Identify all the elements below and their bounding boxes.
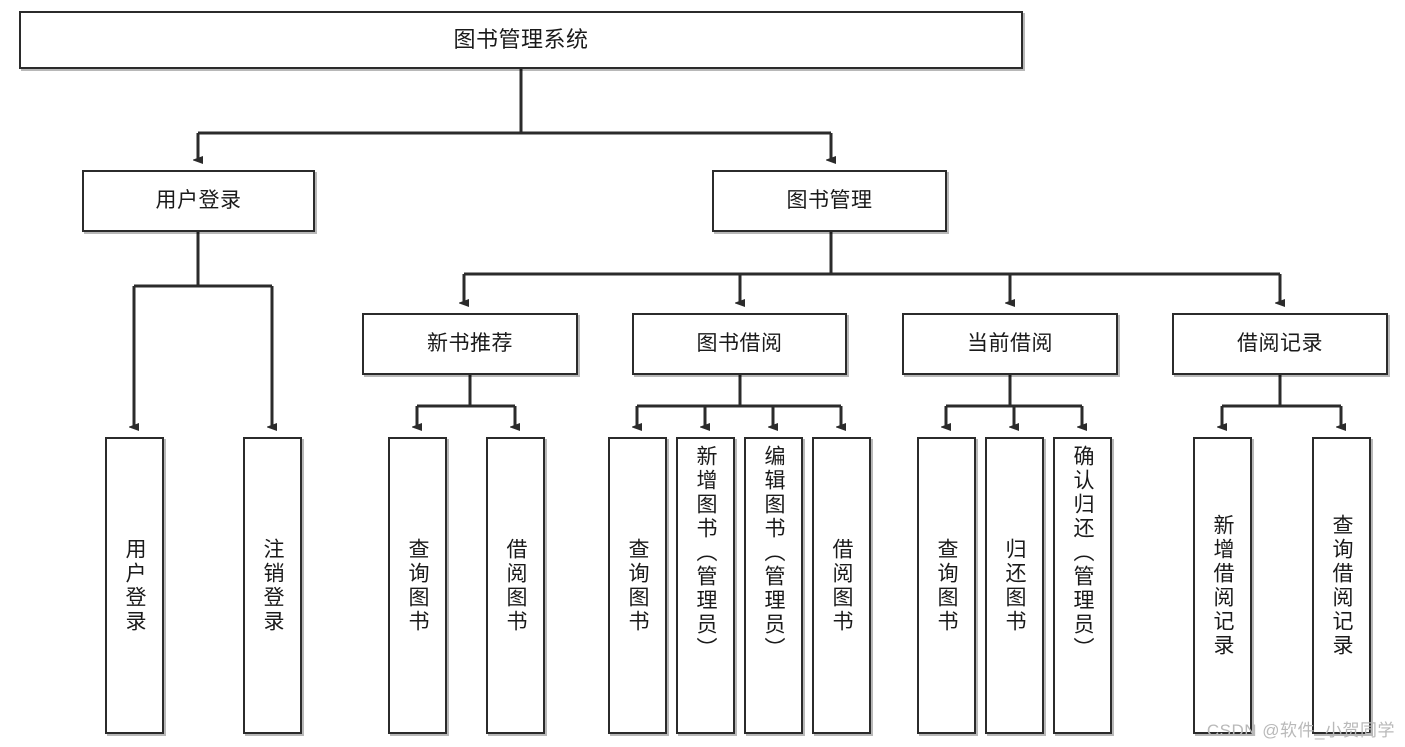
leaf-query-book-3[interactable]: 查询图书	[917, 437, 976, 734]
leaf-borrow-book-1-label: 借阅图书	[504, 537, 527, 634]
node-user-login-label: 用户登录	[155, 189, 242, 213]
node-new-book-recommend-label: 新书推荐	[427, 332, 513, 356]
leaf-borrow-book-2-label: 借阅图书	[830, 537, 853, 634]
node-book-borrow-label: 图书借阅	[696, 332, 783, 356]
leaf-add-borrow-record[interactable]: 新增借阅记录	[1193, 437, 1252, 734]
leaf-confirm-return-admin[interactable]: 确认归还（管理员）	[1053, 437, 1112, 734]
node-book-manage[interactable]: 图书管理	[712, 170, 947, 232]
leaf-add-book-admin[interactable]: 新增图书（管理员）	[676, 437, 735, 734]
leaf-query-book-1-label: 查询图书	[406, 537, 429, 634]
node-book-borrow[interactable]: 图书借阅	[632, 313, 847, 375]
leaf-return-book-label: 归还图书	[1003, 537, 1026, 634]
leaf-user-login-label: 用户登录	[123, 537, 146, 634]
node-user-login[interactable]: 用户登录	[82, 170, 315, 232]
leaf-query-book-2[interactable]: 查询图书	[608, 437, 667, 734]
leaf-logout-login[interactable]: 注销登录	[243, 437, 302, 734]
node-borrow-record-label: 借阅记录	[1237, 332, 1323, 356]
leaf-query-borrow-record[interactable]: 查询借阅记录	[1312, 437, 1371, 734]
node-book-manage-label: 图书管理	[786, 189, 873, 213]
leaf-edit-book-admin-label: 编辑图书（管理员）	[762, 445, 785, 661]
node-borrow-record[interactable]: 借阅记录	[1172, 313, 1388, 375]
leaf-query-book-2-label: 查询图书	[626, 537, 649, 634]
leaf-add-borrow-record-label: 新增借阅记录	[1211, 513, 1234, 658]
leaf-logout-login-label: 注销登录	[261, 537, 284, 634]
node-current-borrow[interactable]: 当前借阅	[902, 313, 1118, 375]
node-new-book-recommend[interactable]: 新书推荐	[362, 313, 578, 375]
node-root-label: 图书管理系统	[453, 26, 589, 52]
leaf-query-book-3-label: 查询图书	[935, 537, 958, 634]
leaf-borrow-book-2[interactable]: 借阅图书	[812, 437, 871, 734]
leaf-user-login[interactable]: 用户登录	[105, 437, 164, 734]
node-root[interactable]: 图书管理系统	[19, 11, 1023, 69]
leaf-query-borrow-record-label: 查询借阅记录	[1330, 513, 1353, 658]
leaf-confirm-return-admin-label: 确认归还（管理员）	[1071, 445, 1094, 661]
leaf-add-book-admin-label: 新增图书（管理员）	[694, 445, 717, 661]
leaf-borrow-book-1[interactable]: 借阅图书	[486, 437, 545, 734]
leaf-return-book[interactable]: 归还图书	[985, 437, 1044, 734]
node-current-borrow-label: 当前借阅	[967, 332, 1053, 356]
leaf-edit-book-admin[interactable]: 编辑图书（管理员）	[744, 437, 803, 734]
leaf-query-book-1[interactable]: 查询图书	[388, 437, 447, 734]
